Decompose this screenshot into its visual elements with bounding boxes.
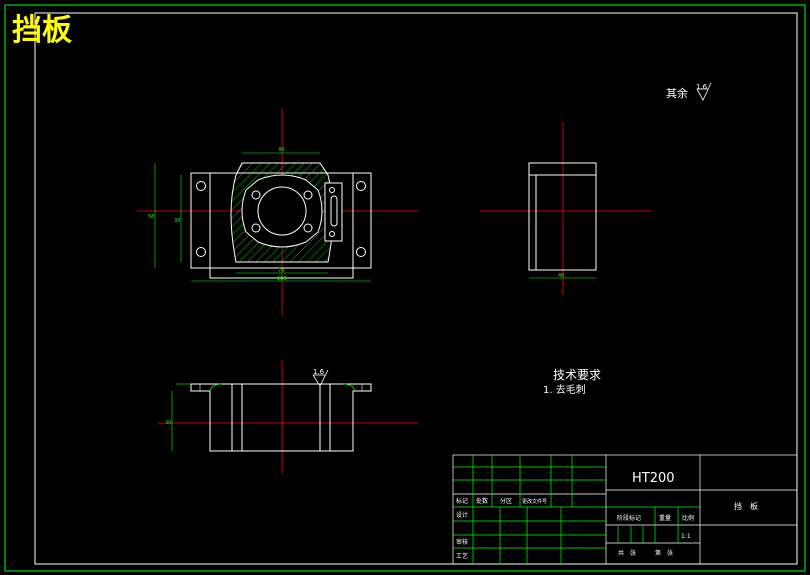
row-process: 工艺 <box>456 552 468 560</box>
weight-label: 重量 <box>659 514 671 522</box>
tech-requirement-item: 1. 去毛刺 <box>543 384 586 396</box>
title-block <box>452 454 798 565</box>
header-mark: 标记 <box>456 497 468 505</box>
tech-requirements-title: 技术要求 <box>553 368 601 382</box>
front-view: 48 58 38 74 108 <box>137 108 418 315</box>
roughness-symbol-icon <box>696 82 712 101</box>
roughness-value: 1.6 <box>696 83 708 91</box>
dim-width-outer: 108 <box>277 276 287 282</box>
header-change-doc: 更改文件号 <box>522 498 547 505</box>
row-review: 审核 <box>456 538 468 546</box>
front-flange <box>241 174 323 248</box>
section-outline <box>190 383 372 452</box>
roughness-note: 其余 1.6 <box>666 82 712 101</box>
row-design: 设计 <box>456 511 468 519</box>
inner-frame <box>34 12 798 565</box>
section-view: 30 1.6 <box>158 360 418 474</box>
dim-width-inner: 74 <box>278 268 284 274</box>
corner-hole <box>356 247 366 257</box>
side-view: 40 <box>480 122 652 295</box>
scale-label: 比例 <box>682 514 694 522</box>
material-label: HT200 <box>632 471 675 486</box>
corner-hole <box>196 181 206 191</box>
corner-hole <box>196 247 206 257</box>
header-count: 处数 <box>476 497 488 505</box>
dim-top-width: 48 <box>278 147 284 153</box>
front-bore <box>257 186 307 236</box>
dim-height-outer: 58 <box>148 214 154 220</box>
scale-value: 1:1 <box>681 533 691 540</box>
dim-height-inner: 38 <box>174 218 180 224</box>
header-zone: 分区 <box>500 497 512 505</box>
stage-mark-label: 阶段标记 <box>617 514 641 522</box>
sheet-number: 第 张 <box>655 549 673 557</box>
roughness-symbol-icon <box>312 369 329 387</box>
roughness-section-value: 1.6 <box>313 368 325 376</box>
dim-side-width: 40 <box>558 273 564 279</box>
sheets-total: 共 张 <box>618 549 636 557</box>
part-name: 挡 板 <box>734 501 758 511</box>
title-block-text: HT200 挡 板 标记 处数 分区 更改文件号 设计 审核 工艺 阶段标记 重… <box>456 471 758 560</box>
dim-section-height: 30 <box>165 420 171 426</box>
roughness-label: 其余 <box>666 86 688 100</box>
outer-frame <box>4 4 806 572</box>
corner-hole <box>356 181 366 191</box>
front-slot <box>330 195 338 227</box>
drawing-title: 挡板 <box>12 13 72 48</box>
side-outline <box>528 162 597 271</box>
